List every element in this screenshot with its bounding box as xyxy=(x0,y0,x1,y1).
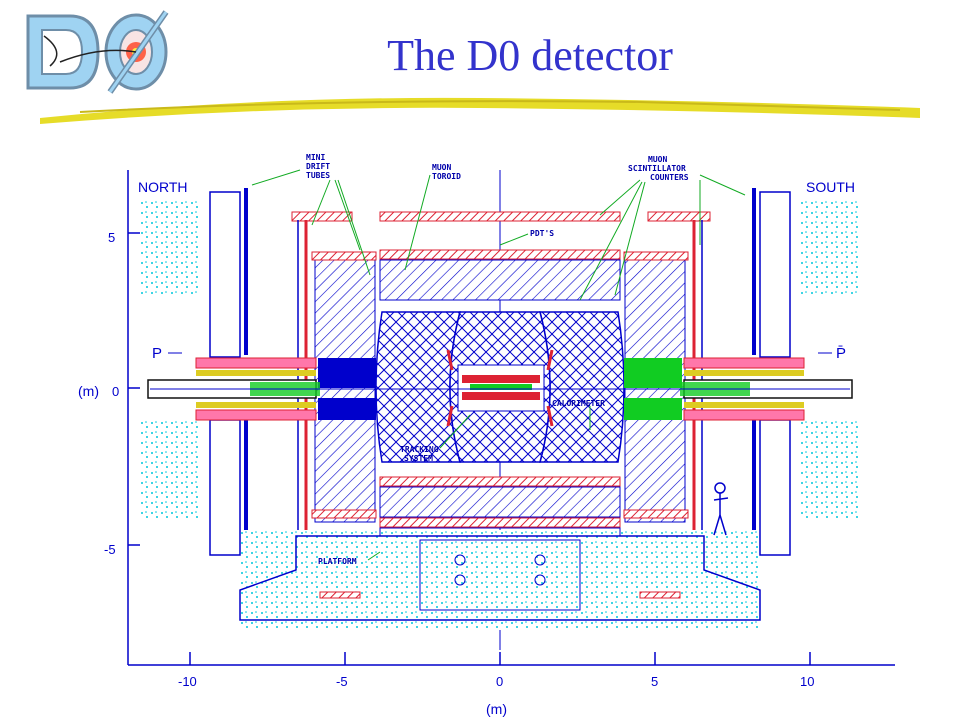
label-tracking-1: TRACKING xyxy=(400,445,439,454)
y-axis xyxy=(127,170,140,665)
top-pdt-right xyxy=(647,211,711,222)
south-forward-muon xyxy=(624,358,682,388)
north-outer-wall xyxy=(209,191,241,358)
antiproton-label: P̄ xyxy=(836,345,846,362)
ground-left xyxy=(140,200,198,520)
pdt-row-bottom xyxy=(379,476,621,487)
ground-right xyxy=(800,200,858,520)
tracking-lower xyxy=(462,392,540,400)
muon-toroid-top xyxy=(379,259,621,301)
ground-bottom xyxy=(240,530,760,630)
muon-toroid-bottom xyxy=(379,486,621,518)
x-tick-5: 5 xyxy=(651,674,658,689)
label-muon-scint-1: MUON xyxy=(648,155,667,164)
south-outer-wall xyxy=(759,191,791,358)
top-pdt-left xyxy=(291,211,353,222)
y-unit-label: (m) xyxy=(78,383,99,399)
label-calorimeter: CALORIMETER xyxy=(552,399,605,408)
person-figure xyxy=(713,482,729,536)
pdt-row-bottom-2 xyxy=(379,517,621,528)
leader-lines xyxy=(251,169,746,561)
south-label: SOUTH xyxy=(806,179,855,195)
north-outer-wall-lower xyxy=(209,419,241,556)
label-mini-drift-tubes-3: TUBES xyxy=(306,171,330,180)
proton-label: P xyxy=(152,345,162,362)
label-mini-drift-tubes-1: MINI xyxy=(306,153,325,162)
south-forward-muon-lower xyxy=(624,398,682,420)
pdt-row xyxy=(379,249,621,260)
y-tick-minus5: -5 xyxy=(104,542,116,557)
title-underline xyxy=(40,97,920,124)
north-forward-muon xyxy=(318,358,376,388)
label-muon-scint-2: SCINTILLATOR xyxy=(628,164,686,173)
y-tick-0: 0 xyxy=(112,384,119,399)
d0-logo xyxy=(20,6,170,98)
north-forward-muon-lower xyxy=(318,398,376,420)
x-tick-10: 10 xyxy=(800,674,814,689)
label-muon-toroid-2: TOROID xyxy=(432,172,461,181)
label-tracking-2: SYSTEM xyxy=(404,454,433,463)
label-mini-drift-tubes-2: DRIFT xyxy=(306,162,330,171)
label-muon-scint-3: COUNTERS xyxy=(650,173,689,182)
x-axis xyxy=(128,652,895,666)
top-pdt-center xyxy=(379,211,621,222)
label-platform: PLATFORM xyxy=(318,557,357,566)
south-endcap-calorimeter xyxy=(539,311,625,463)
d0-detector-diagram: 5 0 -5 (m) -10 -5 0 5 10 (m) xyxy=(78,153,895,717)
label-pdts: PDT'S xyxy=(530,229,554,238)
x-tick-minus5: -5 xyxy=(336,674,348,689)
y-tick-5: 5 xyxy=(108,230,115,245)
platform xyxy=(239,535,761,621)
x-tick-0: 0 xyxy=(496,674,503,689)
page-title: The D0 detector xyxy=(387,31,673,80)
north-label: NORTH xyxy=(138,179,188,195)
x-tick-minus10: -10 xyxy=(178,674,197,689)
x-unit-label: (m) xyxy=(486,701,507,717)
label-muon-toroid-1: MUON xyxy=(432,163,451,172)
south-outer-wall-lower xyxy=(759,419,791,556)
tracking-upper xyxy=(462,375,540,383)
beam-pipe-center xyxy=(470,384,532,390)
